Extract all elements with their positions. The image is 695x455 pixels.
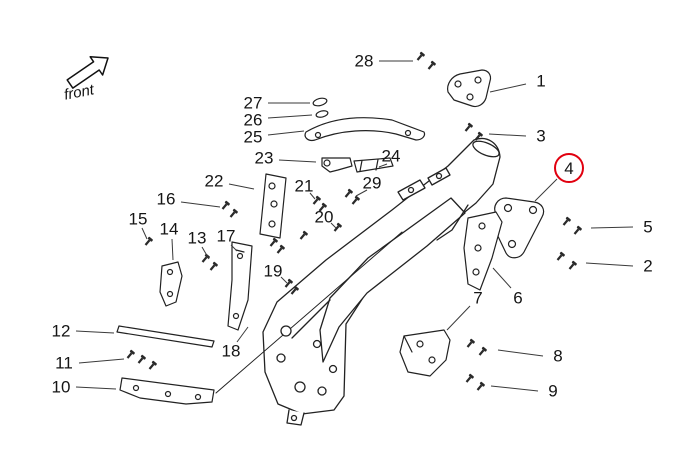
leader-line-17 — [230, 244, 238, 252]
leader-line-6 — [492, 267, 512, 289]
leader-line-14 — [171, 238, 174, 261]
leader-line-5 — [590, 226, 634, 229]
leader-line-13 — [201, 246, 210, 260]
leader-line-11 — [78, 358, 125, 364]
leader-line-23 — [278, 159, 317, 163]
frame-body — [215, 137, 501, 426]
leader-line-22 — [228, 183, 255, 190]
leader-line-24 — [378, 163, 388, 168]
detached-parts — [116, 69, 545, 405]
leader-line-8 — [497, 349, 544, 357]
leader-line-26 — [267, 114, 313, 119]
leader-line-18 — [236, 326, 249, 343]
leader-line-19 — [280, 276, 288, 284]
leader-line-21 — [309, 192, 316, 200]
front-arrow-icon — [66, 56, 109, 89]
leader-line-12 — [75, 330, 115, 334]
leader-line-25 — [267, 130, 305, 136]
leader-line-1 — [489, 83, 527, 93]
leader-lines — [75, 60, 634, 392]
leader-line-29 — [355, 189, 368, 197]
leader-line-7 — [446, 305, 471, 331]
leader-line-9 — [490, 385, 539, 392]
leader-line-10 — [75, 386, 117, 390]
leader-line-4 — [534, 178, 558, 202]
leader-line-15 — [141, 227, 148, 240]
leader-line-20 — [330, 222, 337, 229]
leader-line-2 — [585, 262, 634, 267]
leader-line-3 — [488, 133, 527, 137]
leader-line-16 — [180, 201, 221, 208]
